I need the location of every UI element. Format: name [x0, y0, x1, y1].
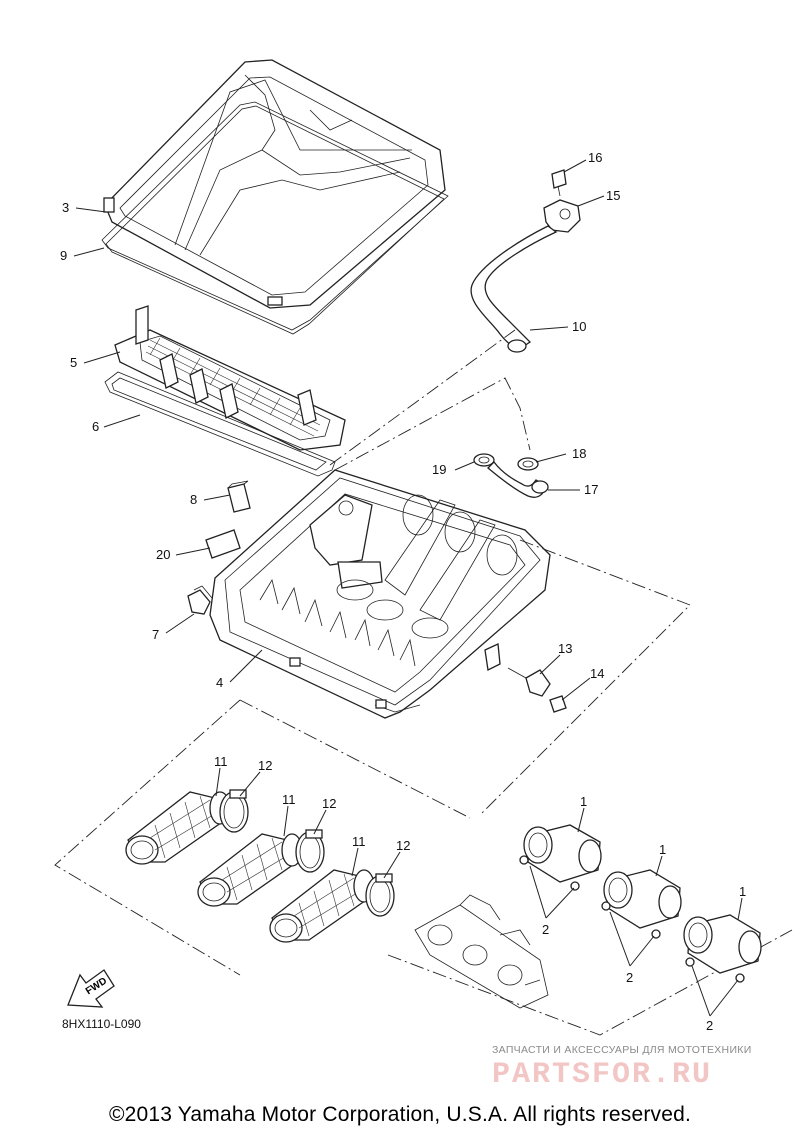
callout-17: 17	[584, 482, 598, 497]
callout-3: 3	[62, 200, 69, 215]
callout-2-a: 2	[542, 922, 549, 937]
part-18-clamp	[517, 457, 539, 471]
part-12-clamp-1	[219, 789, 249, 833]
part-9-cover-seal	[101, 101, 449, 335]
callout-1-c: 1	[739, 884, 746, 899]
callout-7: 7	[152, 627, 159, 642]
leader-lines	[73, 159, 743, 1017]
callout-10: 10	[572, 319, 586, 334]
callout-6: 6	[92, 419, 99, 434]
fwd-arrow-icon: FWD	[67, 969, 115, 1008]
throttle-body-reference	[414, 894, 549, 1009]
part-1-joint-3	[683, 914, 762, 983]
callout-2-b: 2	[626, 970, 633, 985]
part-8-pad	[227, 480, 251, 513]
copyright-notice: ©2013 Yamaha Motor Corporation, U.S.A. A…	[108, 1103, 692, 1126]
part-7-clip	[187, 585, 213, 615]
callout-18: 18	[572, 446, 586, 461]
part-5-air-filter	[114, 305, 346, 451]
part-3-airbox-cover	[103, 59, 446, 309]
callout-8: 8	[190, 492, 197, 507]
callout-1-a: 1	[580, 794, 587, 809]
part-10-breather-hose	[470, 225, 558, 353]
part-1-joint-1	[519, 824, 602, 891]
callout-15: 15	[606, 188, 620, 203]
part-6-filter-gasket	[104, 371, 336, 477]
part-15-fitting	[543, 199, 581, 233]
callout-4: 4	[216, 675, 223, 690]
callout-12-b: 12	[322, 796, 336, 811]
callout-12-c: 12	[396, 838, 410, 853]
part-4-airbox-case	[209, 469, 551, 719]
callout-19: 19	[432, 462, 446, 477]
callout-11-a: 11	[214, 754, 228, 769]
callout-2-c: 2	[706, 1018, 713, 1033]
callout-9: 9	[60, 248, 67, 263]
part-17-hose	[487, 461, 549, 498]
callout-14: 14	[590, 666, 604, 681]
part-11-intake-funnel-1	[125, 791, 231, 865]
part-16-bolt	[551, 169, 567, 197]
part-1-joint-2	[601, 869, 682, 939]
part-19-clamp	[473, 453, 495, 467]
callout-11-b: 11	[282, 792, 296, 807]
callout-1-b: 1	[659, 842, 666, 857]
callout-12-a: 12	[258, 758, 272, 773]
watermark-logo: PARTSFOR.RU	[492, 1058, 713, 1092]
part-13-fitting	[507, 667, 551, 697]
callout-labels: 3 9 5 6 8 20 7 4 16 15 10 18 19 17 13 14…	[60, 150, 746, 1033]
callout-20: 20	[156, 547, 170, 562]
part-20-label	[205, 529, 241, 559]
callout-16: 16	[588, 150, 602, 165]
part-12-clamp-2	[295, 829, 325, 873]
part-11-intake-funnel-2	[197, 833, 303, 907]
callout-13: 13	[558, 641, 572, 656]
watermark-tagline: ЗАПЧАСТИ И АКСЕССУАРЫ ДЛЯ МОТОТЕХНИКИ	[492, 1044, 752, 1056]
callout-5: 5	[70, 355, 77, 370]
part-11-intake-funnel-3	[269, 869, 375, 943]
diagram-code: 8HX1110-L090	[62, 1017, 141, 1031]
callout-11-c: 11	[352, 834, 366, 849]
